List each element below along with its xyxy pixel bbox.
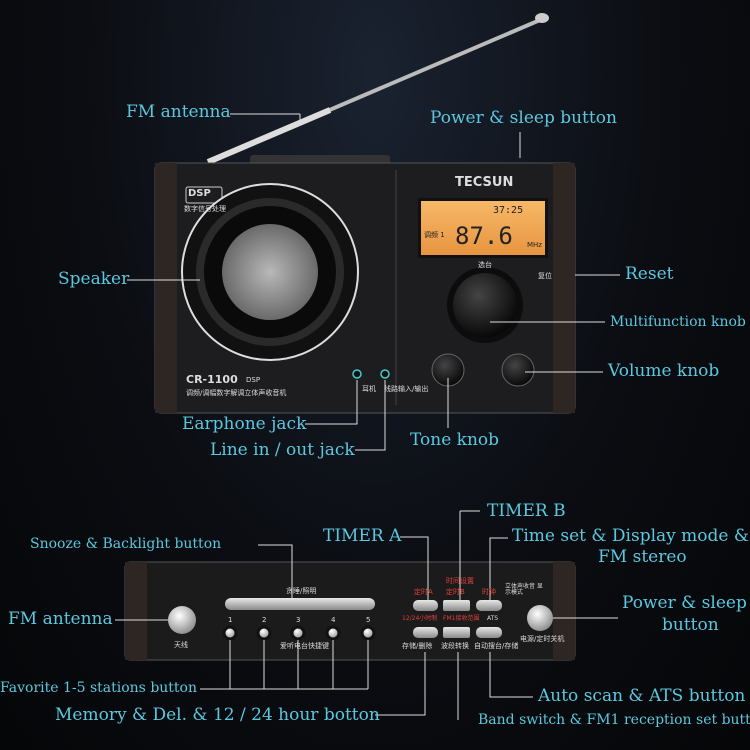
label-auto-scan: Auto scan & ATS button [538, 686, 746, 706]
timer-b-caption: 定时B [446, 588, 465, 596]
sub-label: FM1接收范围 [443, 615, 480, 622]
label-power-sleep-top: Power & sleep button [430, 108, 617, 128]
power-caption: 电源/定时关机 [520, 635, 565, 643]
radio-back [124, 561, 576, 661]
time-caption: 时钟 [482, 588, 496, 596]
preset-number: 2 [262, 616, 267, 624]
label-earphone-jack: Earphone jack [182, 414, 307, 434]
sub-label: ATS [487, 615, 499, 622]
label-timer-a: TIMER A [323, 526, 402, 546]
timer-a-caption: 定时A [414, 588, 433, 596]
lcd-band: 调频 1 [424, 231, 445, 239]
label-timer-b: TIMER B [487, 501, 566, 521]
lcd-unit: MHz [527, 241, 542, 249]
label-time-set: Time set & Display mode & [512, 526, 750, 546]
radio-front [154, 155, 576, 414]
model-suffix: DSP [246, 376, 261, 384]
antenna [206, 13, 549, 165]
label-tone-knob: Tone knob [410, 430, 500, 450]
knob-caption: 选台 [478, 261, 492, 269]
model-name: CR-1100 [186, 373, 238, 386]
preset-caption: 爱听电台快捷键 [280, 642, 329, 650]
label-power-sleep-back: Power & sleep [622, 593, 747, 613]
label-fm-antenna-back: FM antenna [8, 609, 113, 629]
earphone-caption: 耳机 [362, 385, 376, 393]
label-fm-antenna-top: FM antenna [126, 102, 231, 122]
dsp-badge: DSP [188, 188, 211, 199]
lcd-clock: 37:25 [493, 205, 524, 216]
label-line-jack: Line in / out jack [210, 440, 355, 460]
label-multifunction-knob: Multifunction knob [610, 314, 746, 330]
display-caption: 立体声收音 显示模式 [505, 583, 543, 596]
preset-number: 3 [296, 616, 301, 624]
dsp-caption: 数字信号处理 [184, 205, 226, 213]
label-speaker: Speaker [58, 269, 130, 289]
label-volume-knob: Volume knob [608, 361, 720, 381]
label-snooze-backlight: Snooze & Backlight button [30, 536, 222, 552]
memory-delete-button[interactable]: 存储/删除 [402, 642, 433, 650]
label-fm-stereo: FM stereo [598, 547, 687, 567]
label-favorite-stations: Favorite 1-5 stations button [0, 680, 197, 696]
label-power-sleep-back-2: button [662, 615, 719, 635]
model-caption: 调频/调幅数字解调立体声收音机 [186, 389, 287, 397]
line-caption: 线路输入/输出 [384, 385, 429, 393]
label-memory-del: Memory & Del. & 12 / 24 hour botton [55, 705, 380, 725]
label-reset: Reset [625, 264, 674, 284]
lcd-frequency: 87.6 [455, 222, 513, 250]
sub-label: 12/24小时制 [402, 615, 438, 622]
preset-number: 4 [331, 616, 336, 624]
band-switch-button[interactable]: 波段转换 [441, 642, 469, 650]
leader-lines [115, 113, 620, 720]
antenna-caption: 天线 [174, 641, 188, 649]
timer-group-caption: 时间设置 [446, 577, 474, 585]
reset-button[interactable]: 复位 [538, 272, 552, 280]
snooze-caption: 贪睡/照明 [286, 587, 317, 595]
auto-scan-button[interactable]: 自动搜台/存储 [474, 642, 519, 650]
preset-number: 5 [366, 616, 371, 624]
label-band-switch: Band switch & FM1 reception set button [478, 712, 750, 728]
brand-logo: TECSUN [455, 175, 514, 190]
preset-number: 1 [228, 616, 233, 624]
